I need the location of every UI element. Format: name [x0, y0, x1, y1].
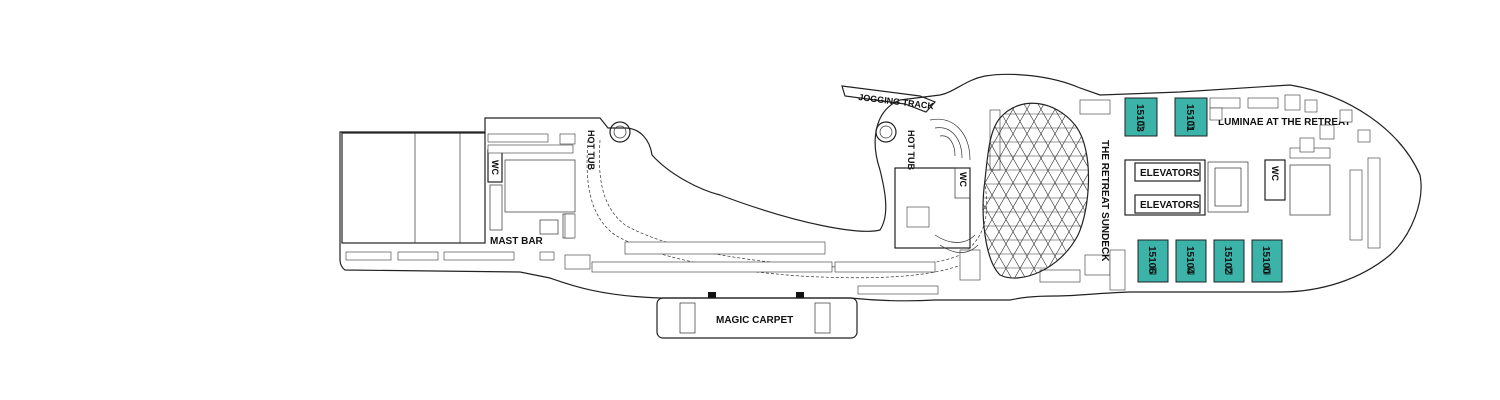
- cabin-number: 15102: [1222, 246, 1233, 274]
- dome-lattice-line: [983, 103, 1089, 279]
- dome-lattice-line: [1478, 90, 1500, 300]
- dome-lattice-line: [1408, 90, 1500, 300]
- retreat-sundeck-label: THE RETREAT SUNDECK: [1099, 140, 1110, 262]
- jogging-track-label: JOGGING TRACK: [858, 92, 935, 111]
- elevator-bank: [1124, 159, 1206, 216]
- cabin-number: 15106: [1146, 246, 1157, 274]
- cabin-bath-icon: [1187, 267, 1195, 275]
- dome-lattice-line: [1450, 90, 1500, 300]
- dome-lattice-line: [1450, 90, 1500, 300]
- cabin-bath-icon: [1187, 121, 1195, 129]
- dome-lattice-line: [1464, 90, 1500, 300]
- dome-lattice-line: [1001, 103, 1089, 279]
- dome-lattice-line: [983, 103, 1039, 279]
- cabin-number: 15100: [1260, 246, 1271, 274]
- dome-lattice-line: [1408, 90, 1500, 300]
- cabins-top: 15103 15101: [1124, 97, 1208, 137]
- dome-lattice-line: [1029, 103, 1089, 279]
- dome-lattice-line: [983, 103, 1081, 279]
- dome-lattice-line: [983, 103, 1025, 279]
- dome-lattice-line: [1029, 103, 1089, 279]
- hot-tub-fwd: [875, 121, 897, 143]
- cabin-box[interactable]: [1124, 97, 1158, 137]
- wc-fwd-label: WC: [958, 172, 968, 187]
- jogging-track-spur: [841, 85, 937, 113]
- cabin-box[interactable]: [1175, 239, 1207, 283]
- deck-outline: [339, 73, 1422, 302]
- cabin-number: 15101: [1184, 104, 1195, 132]
- dome-lattice-line: [1366, 90, 1486, 300]
- amphitheatre-seating: [929, 118, 979, 253]
- cabin-bath-icon: [1225, 267, 1233, 275]
- dome-lattice-line: [1422, 90, 1500, 300]
- dome-lattice-line: [1492, 90, 1500, 300]
- luminae-label: LUMINAE AT THE RETREAT: [1218, 117, 1351, 128]
- dome-lattice-line: [1436, 90, 1500, 300]
- dome-lattice-line: [1380, 90, 1500, 300]
- lounger-rows: [345, 99, 1381, 295]
- elevators-lower-label: ELEVATORS: [1140, 200, 1200, 211]
- dome-lattice-line: [983, 103, 1067, 279]
- dome-lattice-line: [983, 103, 1039, 279]
- elevators-upper-label: ELEVATORS: [1140, 168, 1200, 179]
- cabin-box[interactable]: [1251, 239, 1283, 283]
- cabin-box[interactable]: [1174, 97, 1208, 137]
- elevators-lower[interactable]: [1134, 194, 1201, 214]
- dome-lattice-line: [1422, 90, 1500, 300]
- cabin-15102[interactable]: 15102: [1213, 239, 1245, 283]
- cabin-15104[interactable]: 15104: [1175, 239, 1207, 283]
- dome-lattice-line: [1492, 90, 1500, 300]
- dome-lattice-line: [1478, 90, 1500, 300]
- dome-lattice-line: [1394, 90, 1500, 300]
- cabin-15103[interactable]: 15103: [1124, 97, 1158, 137]
- hot-tub-fwd-label: HOT TUB: [906, 130, 916, 170]
- dome-lattice-line: [1380, 90, 1500, 300]
- cabin-number: 15103: [1134, 104, 1145, 132]
- wc-aft-label: WC: [490, 160, 500, 175]
- pool-area: [504, 159, 576, 213]
- cabin-box[interactable]: [1213, 239, 1245, 283]
- cabin-box[interactable]: [1137, 239, 1169, 283]
- cabin-15106[interactable]: 15106: [1137, 239, 1169, 283]
- dome-lattice-line: [1043, 103, 1089, 279]
- mast-bar-label: MAST BAR: [490, 236, 544, 247]
- dome-lattice-line: [983, 103, 1025, 279]
- cabins-bottom: 15106 15104 15102 15100: [1137, 239, 1283, 283]
- luminae-tables: [1209, 94, 1371, 153]
- cabin-bath-icon: [1263, 267, 1271, 275]
- magic-carpet-label: MAGIC CARPET: [716, 315, 793, 326]
- magic-carpet[interactable]: [656, 297, 858, 339]
- elevators-upper[interactable]: [1134, 162, 1201, 182]
- wc-luminae: [1264, 159, 1286, 201]
- wc-fwd-block: [894, 167, 971, 249]
- cabin-bath-icon: [1137, 121, 1145, 129]
- dome-lattice-line: [1366, 90, 1486, 300]
- cabin-15100[interactable]: 15100: [1251, 239, 1283, 283]
- dome-lattice-line: [983, 103, 1053, 279]
- wc-luminae-label: WC: [1270, 166, 1280, 181]
- cabin-bath-icon: [1149, 267, 1157, 275]
- aft-block: [341, 132, 486, 244]
- hot-tub-aft-label: HOT TUB: [586, 130, 596, 170]
- hot-tub-aft: [609, 121, 631, 143]
- dome-lattice-line: [1464, 90, 1500, 300]
- cabin-15101[interactable]: 15101: [1174, 97, 1208, 137]
- dome-lattice-line: [1015, 103, 1089, 279]
- dome-lattice-line: [1436, 90, 1500, 300]
- cabin-number: 15104: [1184, 246, 1195, 274]
- dome-lattice-line: [1394, 90, 1500, 300]
